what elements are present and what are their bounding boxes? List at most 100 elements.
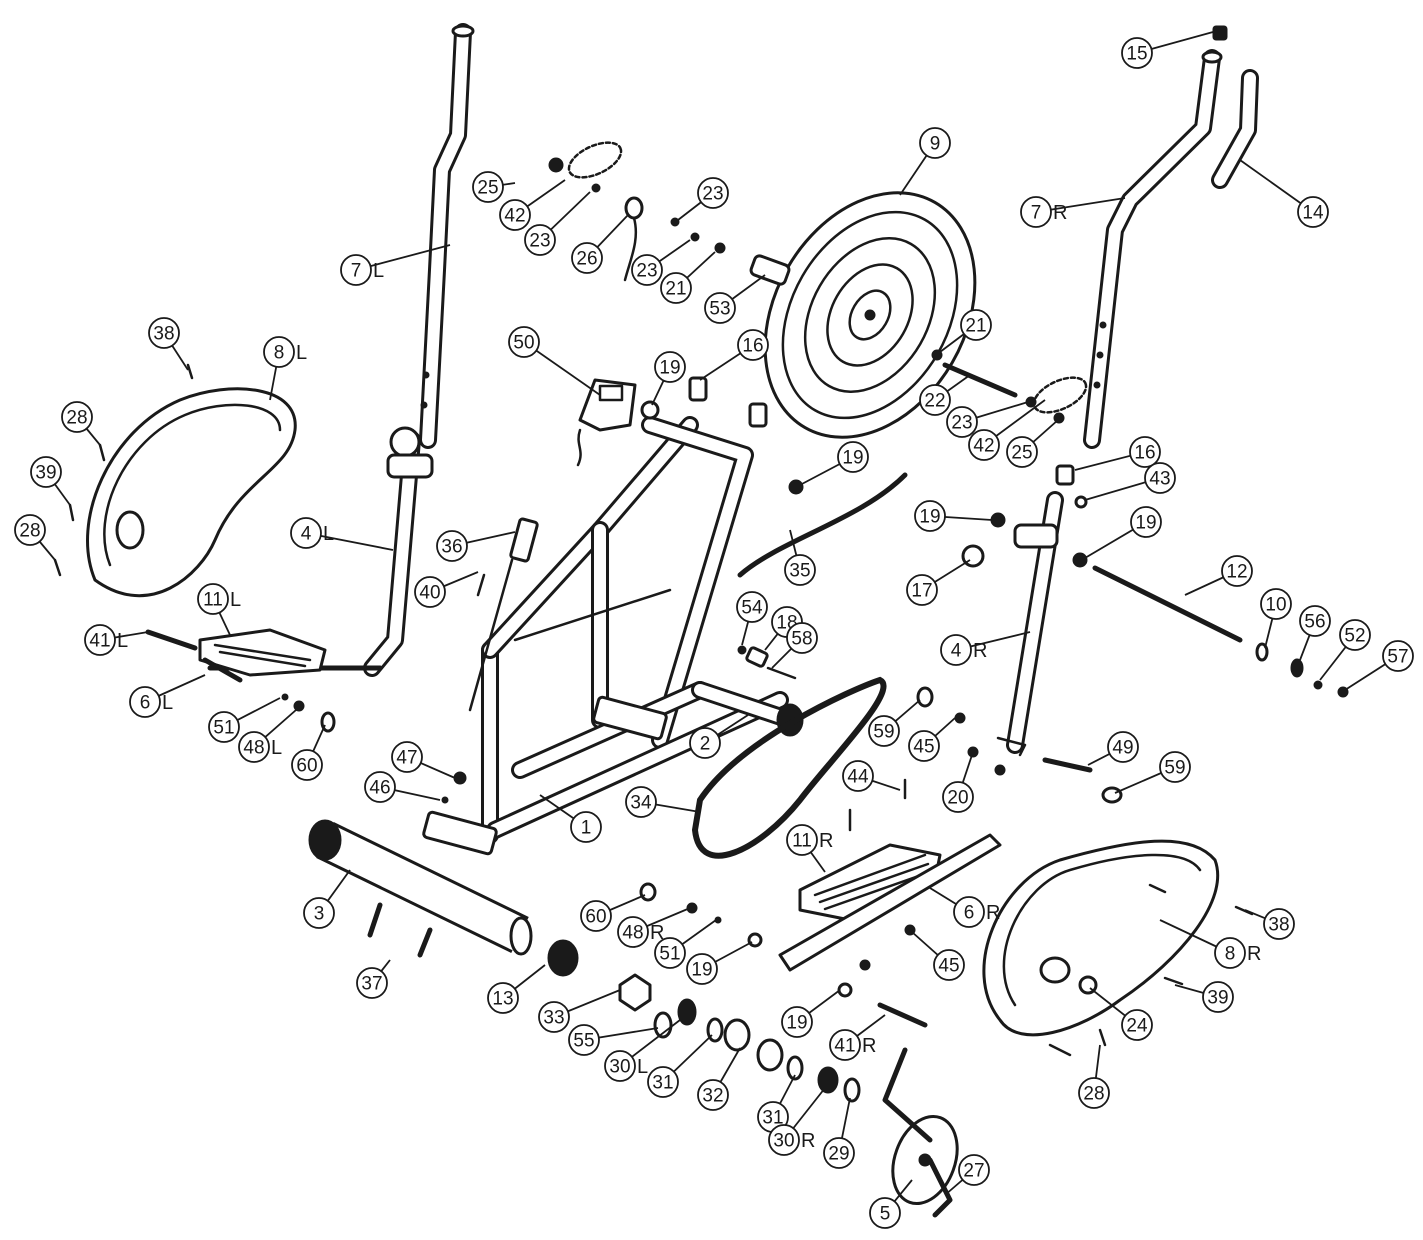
callout-circle (868, 715, 900, 747)
callout-circle (129, 686, 161, 718)
callout-10: 10 (1260, 588, 1292, 649)
callout-circle (1130, 506, 1162, 538)
callout-number: 47 (396, 748, 417, 769)
callout-number: 25 (1011, 443, 1032, 464)
part-right-upper-handlebar (1083, 49, 1223, 449)
callout-number: 26 (576, 249, 597, 270)
callout-number: 38 (1268, 915, 1289, 936)
callout-3: 3 (303, 869, 351, 929)
part-left-chain-cover (86, 387, 297, 598)
callout-circle (919, 127, 951, 159)
callout-number: 2 (700, 734, 711, 755)
callout-circle (1020, 196, 1052, 228)
callout-circle (291, 749, 323, 781)
callout-42a: 42 (499, 179, 566, 231)
callout-circle (238, 731, 270, 763)
callout-circle (508, 326, 540, 358)
callout-circle (654, 937, 686, 969)
callout-circle (1121, 1009, 1153, 1041)
callout-19d: 19 (1084, 506, 1162, 559)
callout-side-suffix: R (973, 640, 987, 662)
callout-circle (436, 530, 468, 562)
callout-9: 9 (899, 127, 951, 196)
part-right-pivot-bolt (877, 1002, 928, 1028)
callout-number: 30 (773, 1131, 794, 1152)
callout-number: 35 (789, 561, 810, 582)
callout-circle (580, 900, 612, 932)
callout-circle (197, 583, 229, 615)
callout-49: 49 (1087, 731, 1139, 766)
callout-14: 14 (1239, 159, 1329, 228)
callout-number: 43 (1149, 469, 1170, 490)
callout-circle (689, 727, 721, 759)
callout-31a: 31 (647, 1034, 713, 1098)
callout-circle (1129, 436, 1161, 468)
part-foam-grip (1211, 69, 1259, 189)
callout-number: 6 (140, 693, 151, 714)
part-axle-sleeve (749, 254, 791, 286)
callout-circle (340, 254, 372, 286)
callout-circle (786, 622, 818, 654)
callout-circle (737, 329, 769, 361)
callout-number: 21 (665, 279, 686, 300)
callout-number: 52 (1344, 626, 1365, 647)
callout-circle (391, 741, 423, 773)
part-right-pedal-rail (778, 833, 1002, 972)
callout-number: 19 (842, 448, 863, 469)
callout-side-suffix: L (637, 1056, 648, 1078)
callout-16a: 16 (699, 329, 769, 381)
callout-number: 37 (361, 974, 382, 995)
part-carriage-bolt-a (367, 902, 383, 938)
callout-38b: 38 (1244, 908, 1295, 940)
callout-side-suffix: R (650, 922, 664, 944)
callout-circle (208, 711, 240, 743)
callout-number: 54 (741, 598, 763, 619)
callout-56: 56 (1299, 605, 1331, 661)
callout-circle (524, 224, 556, 256)
callout-number: 48 (243, 738, 264, 759)
callout-circle (960, 309, 992, 341)
callout-side-suffix: L (230, 589, 241, 611)
callout-number: 48 (622, 923, 643, 944)
callout-number: 23 (951, 413, 972, 434)
callout-number: 5 (880, 1204, 891, 1225)
callout-number: 41 (89, 631, 110, 652)
callout-34: 34 (625, 786, 701, 818)
callout-number: 55 (573, 1031, 594, 1052)
callout-number: 16 (742, 336, 763, 357)
callout-number: 39 (35, 463, 56, 484)
callout-circle (908, 730, 940, 762)
part-drive-belt (691, 676, 887, 859)
callout-circle (953, 896, 985, 928)
callout-28b: 28 (14, 514, 56, 561)
callout-circle (1221, 555, 1253, 587)
callout-circle (837, 441, 869, 473)
callout-number: 19 (919, 507, 940, 528)
callout-20: 20 (942, 754, 974, 813)
callout-side-suffix: L (162, 692, 173, 714)
callout-circle (571, 242, 603, 274)
callout-number: 9 (930, 134, 941, 155)
callout-19c: 19 (914, 500, 993, 532)
callout-circle (364, 771, 396, 803)
callout-number: 23 (529, 231, 550, 252)
callout-leader-line (355, 244, 451, 271)
callout-number: 59 (1164, 758, 1185, 779)
callout-25b: 25 (1006, 419, 1059, 468)
callout-number: 3 (314, 904, 325, 925)
part-right-chain-cover (982, 839, 1220, 1037)
callout-19b: 19 (799, 441, 869, 486)
callout-number: 51 (213, 718, 234, 739)
callout-circle (568, 1024, 600, 1056)
callout-number: 34 (630, 793, 652, 814)
part-left-lower-arm (207, 426, 434, 677)
callout-26: 26 (571, 214, 629, 274)
callout-circle (647, 1066, 679, 1098)
callout-number: 29 (828, 1144, 849, 1165)
callout-circle (786, 824, 818, 856)
part-bracket-42b (1032, 376, 1088, 414)
